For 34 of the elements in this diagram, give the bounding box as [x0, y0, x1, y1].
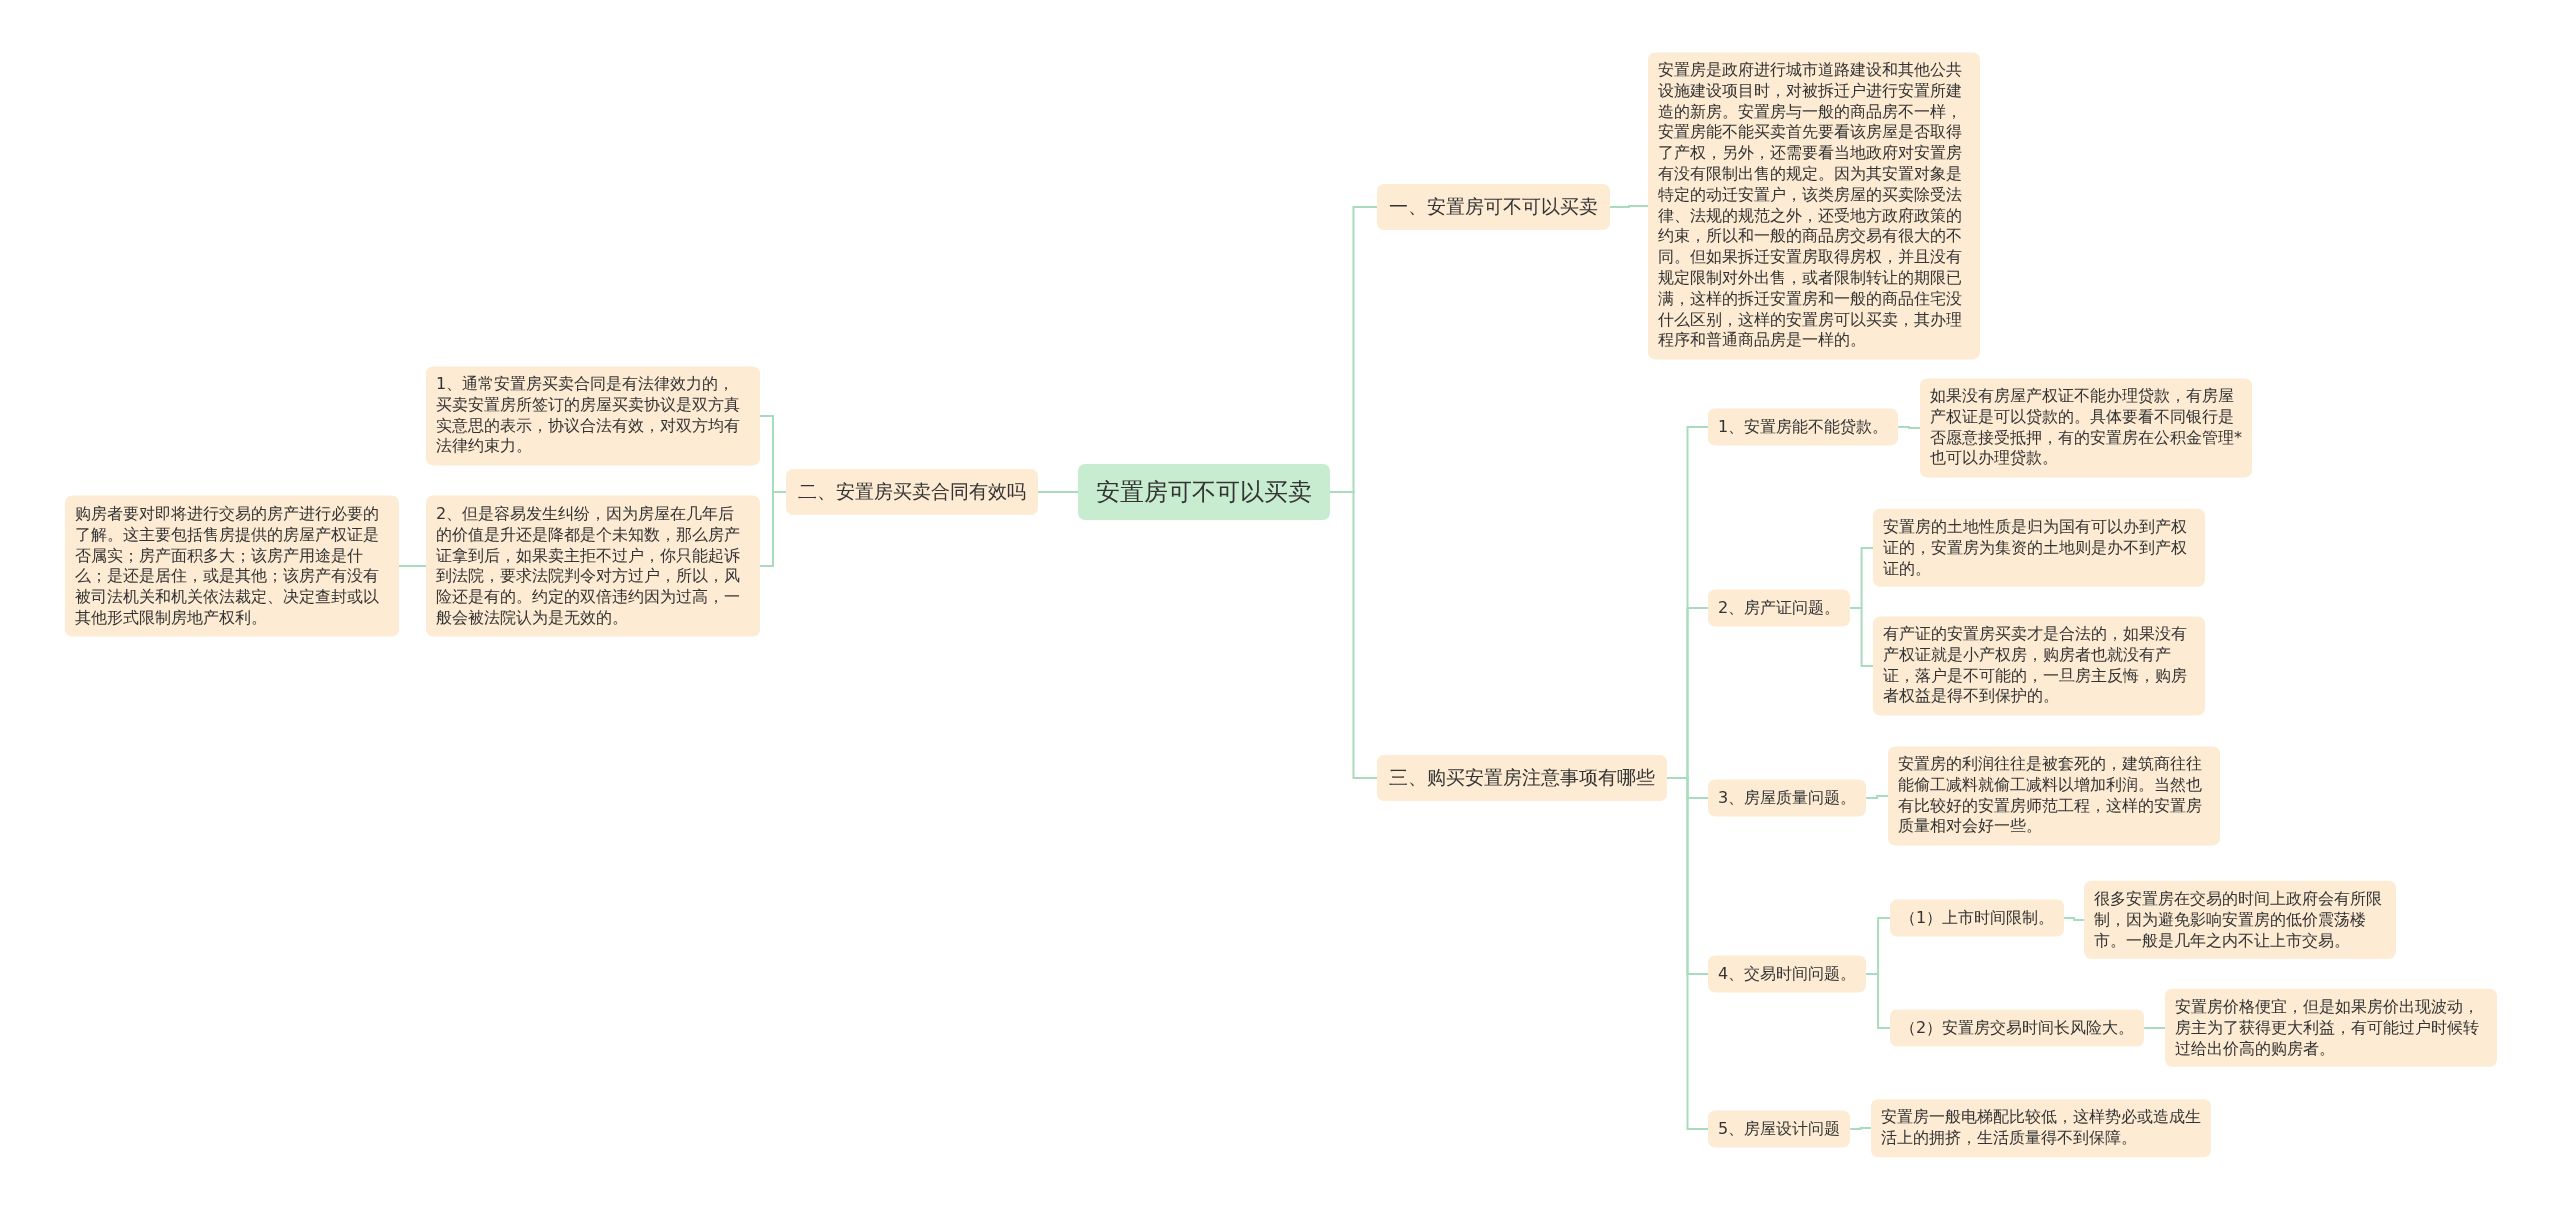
topic-box: 4、交易时间问题。: [1708, 955, 1867, 993]
connector-line: [1609, 205, 1649, 208]
connector-line: [1037, 491, 1079, 493]
note-box: 2、但是容易发生纠纷，因为房屋在几年后的价值是升还是降都是个未知数，那么房产证拿到后，如果卖主拒不过户，你只能起诉到法院，要求法院判令对方过户，所以，风险还是有的。约定的双倍违约因为过高，一般会被法院认为是无效的。: [426, 495, 760, 637]
connector-line: [2143, 1027, 2166, 1029]
connector-line: [759, 491, 787, 567]
note-box: 很多安置房在交易的时间上政府会有所限制，因为避免影响安置房的低价震荡楼市。一般是几年之内不让上市交易。: [2084, 880, 2396, 960]
connector-line: [1897, 426, 1921, 429]
note-box: 安置房一般电梯配比较低，这样势必或造成生活上的拥挤，生活质量得不到保障。: [1871, 1099, 2211, 1157]
topic-box: 5、房屋设计问题: [1708, 1110, 1851, 1148]
connector-line: [1865, 973, 1891, 1029]
topic-box: 3、房屋质量问题。: [1708, 779, 1867, 817]
note-box: 有产证的安置房买卖才是合法的，如果没有产权证就是小产权房，购房者也就没有产证，落户是不可能的，一旦房主反悔，购房者权益是得不到保护的。: [1873, 616, 2205, 716]
topic-box: 1、安置房能不能贷款。: [1708, 408, 1899, 446]
topic-box: （2）安置房交易时间长风险大。: [1890, 1009, 2145, 1047]
connector-line: [1865, 795, 1889, 799]
topic-box: 二、安置房买卖合同有效吗: [786, 469, 1038, 515]
note-box: 1、通常安置房买卖合同是有法律效力的，买卖安置房所签订的房屋买卖协议是双方真实意思的表示，协议合法有效，对双方均有法律约束力。: [426, 366, 760, 466]
connector-line: [1849, 607, 1874, 667]
note-box: 安置房的利润往往是被套死的，建筑商往往能偷工减料就偷工减料以增加利润。当然也有比较好的安置房师范工程，这样的安置房质量相对会好一些。: [1888, 746, 2220, 846]
central-topic-box: 安置房可不可以买卖: [1078, 464, 1330, 520]
connector-line: [398, 565, 427, 567]
connector-line: [2063, 917, 2085, 921]
connector-line: [1329, 491, 1378, 779]
connector-line: [1849, 1127, 1872, 1130]
note-box: 如果没有房屋产权证不能办理贷款，有房屋产权证是可以贷款的。具体要看不同银行是否愿意接受抵押，有的安置房在公积金管理*也可以办理贷款。: [1920, 378, 2252, 478]
note-box: 安置房价格便宜，但是如果房价出现波动，房主为了获得更大利益，有可能过户时候转过给出价高的购房者。: [2165, 988, 2497, 1068]
topic-box: 一、安置房可不可以买卖: [1377, 184, 1610, 230]
note-box: 安置房的土地性质是归为国有可以办到产权证的，安置房为集资的土地则是办不到产权证的。: [1873, 508, 2205, 588]
topic-box: （1）上市时间限制。: [1890, 899, 2065, 937]
note-box: 购房者要对即将进行交易的房产进行必要的了解。这主要包括售房提供的房屋产权证是否属实；房产面积多大；该房产用途是什么；是还是居住，或是其他；该房产有没有被司法机关和机关依法裁定、决定查封或以其他形式限制房地产权利。: [65, 495, 399, 637]
note-box: 安置房是政府进行城市道路建设和其他公共设施建设项目时，对被拆迁户进行安置所建造的新房。安置房与一般的商品房不一样，安置房能不能买卖首先要看该房屋是否取得了产权，另外，还需要看当地政府对安置房有没有限制出售的规定。因为其安置对象是特定的动迁安置户，该类房屋的买卖除受法律、法规的规范之外，还受地方政府政策的约束，所以和一般的商品房交易有很大的不同。但如果拆迁安置房取得房权，并且没有规定限制对外出售，或者限制转让的期限已满，这样的拆迁安置房和一般的商品住宅没什么区别，这样的安置房可以买卖，其办理程序和普通商品房是一样的。: [1648, 52, 1980, 360]
topic-box: 三、购买安置房注意事项有哪些: [1377, 755, 1667, 801]
topic-box: 2、房产证问题。: [1708, 589, 1851, 627]
